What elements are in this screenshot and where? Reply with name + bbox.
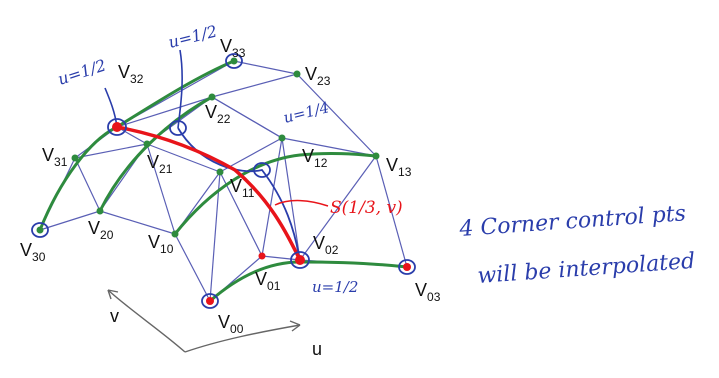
mesh-edge [74, 157, 101, 212]
v-axis-arrow [107, 289, 186, 353]
note-line-1: 4 Corner control pts [458, 201, 687, 242]
mesh-row-1 [174, 137, 377, 235]
control-mesh [39, 60, 408, 302]
iso-curve [38, 125, 119, 232]
control-point [295, 255, 305, 265]
vertex-label: V10 [148, 232, 174, 256]
v-axis-label: v [110, 306, 119, 326]
control-point [71, 154, 79, 162]
vertex-label: V21 [147, 152, 173, 176]
mesh-col-0 [39, 210, 211, 302]
control-points [36, 57, 411, 305]
control-point [96, 207, 104, 215]
annotation-u-half-1: u=1/2 [55, 55, 108, 88]
vertex-label: V22 [205, 102, 231, 126]
annotation-u-half-2: u=1/2 [166, 21, 219, 51]
u-axis-label: u [312, 339, 322, 359]
note-line-2: will be interpolated [477, 249, 696, 289]
mesh-col-3 [233, 60, 408, 268]
control-point [216, 168, 224, 176]
vertex-label: V12 [302, 146, 328, 170]
vertex-label: V32 [118, 62, 144, 86]
control-point [171, 230, 179, 238]
vertex-label: V31 [42, 145, 68, 169]
vertex-label: V23 [305, 64, 331, 88]
control-point [293, 70, 301, 78]
annotation-u-quarter: u=1/4 [282, 98, 331, 127]
control-point [143, 140, 151, 148]
annotation-u-half-bottom: u=1/2 [312, 278, 358, 296]
control-point [36, 226, 44, 234]
mesh-col-1 [74, 143, 263, 257]
vertex-label: V33 [220, 36, 246, 60]
u-arrowhead [289, 320, 301, 332]
vertex-label: V30 [20, 240, 46, 264]
control-point [278, 134, 286, 142]
point-circle [290, 251, 310, 269]
control-point [112, 122, 122, 132]
corner-circle [225, 53, 243, 69]
corner-circle [398, 259, 416, 275]
marker-circles [31, 53, 416, 309]
iso-curve [173, 151, 378, 236]
vertex-label: V13 [386, 155, 412, 179]
mesh-edge [116, 126, 148, 145]
iso-curve [115, 59, 236, 129]
axis-arrows [107, 289, 301, 353]
control-point [208, 93, 216, 101]
annotation-s-label: S(1/3, v) [330, 198, 403, 218]
corner-circle [31, 222, 49, 238]
vertex-label: V02 [313, 233, 339, 257]
point-circle [107, 118, 127, 136]
s-leader-line [274, 199, 329, 207]
iso-curve [208, 260, 409, 303]
u-axis-arrow [184, 324, 301, 353]
control-point [403, 263, 411, 271]
vertex-label: V20 [88, 218, 114, 242]
mesh-edge [299, 155, 377, 261]
point-circle [169, 120, 187, 136]
mesh-row-2 [99, 73, 298, 212]
vertex-label: V03 [415, 280, 441, 304]
red-curve [115, 125, 302, 262]
control-point [258, 252, 266, 260]
v-arrowhead [107, 289, 119, 300]
corner-circle [201, 293, 219, 309]
vertex-label: V00 [218, 312, 244, 336]
control-point [206, 297, 214, 305]
point-circle [253, 162, 271, 178]
iso-curves [38, 59, 409, 303]
blue-curve [177, 49, 183, 129]
vertex-label: V11 [230, 176, 255, 200]
mesh-edge [209, 171, 221, 302]
control-point [372, 152, 380, 160]
mesh-edge [211, 96, 283, 139]
mesh-edge [146, 143, 176, 235]
vertex-label: V01 [255, 269, 281, 293]
control-point [230, 57, 238, 65]
